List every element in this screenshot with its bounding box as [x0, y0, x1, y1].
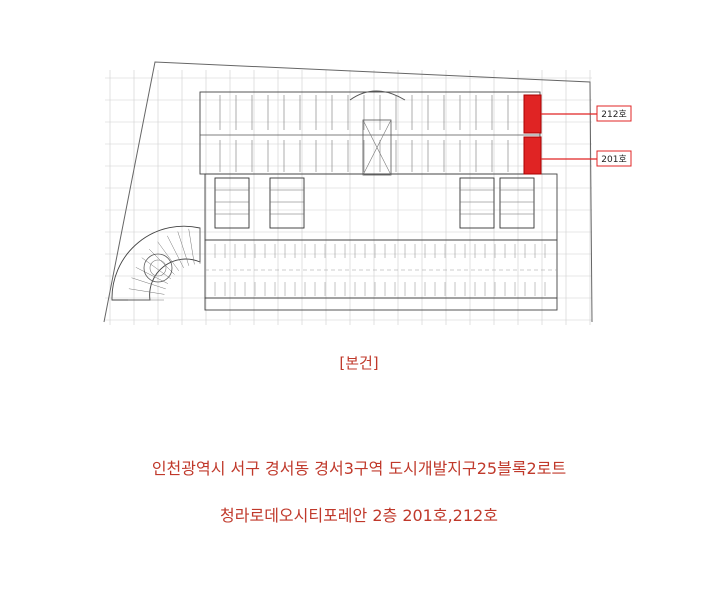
- ramp-stripe: [167, 235, 184, 269]
- unit-201-label: 201호: [601, 154, 626, 165]
- ramp-stripe: [177, 231, 190, 266]
- plan-grid: [105, 70, 592, 325]
- ramp-stripe: [148, 248, 175, 275]
- unit-212-label: 212호: [601, 109, 626, 120]
- building-outline: [111, 90, 558, 311]
- service-core: [269, 177, 305, 229]
- floor-plan: 212호 201호: [103, 61, 632, 325]
- ramp-stripe: [141, 257, 172, 280]
- unit-201-highlight[interactable]: [523, 136, 542, 175]
- unit-212-highlight[interactable]: [523, 94, 542, 134]
- service-core: [459, 177, 495, 229]
- service-core: [214, 177, 250, 229]
- ramp-outer: [111, 225, 201, 301]
- atrium-arc: [349, 90, 406, 101]
- unit-highlights: 212호 201호: [523, 94, 632, 175]
- ramp-stripe: [157, 241, 180, 272]
- parking-block: [204, 239, 558, 299]
- site-outline: [103, 61, 593, 323]
- ramp-stripe: [188, 228, 195, 265]
- address-line-2: 청라로데오시티포레안 2층 201호,212호: [220, 506, 498, 525]
- escalator: [362, 119, 392, 176]
- service-core: [499, 177, 535, 229]
- unit-212-label-box: [596, 105, 632, 122]
- escalator-diag: [362, 119, 392, 176]
- subject-property-tag: [본건]: [339, 354, 379, 372]
- ramp-core-inner: [149, 259, 167, 277]
- ramp-stripe: [128, 288, 165, 295]
- address-line-1: 인천광역시 서구 경서동 경서3구역 도시개발지구25블록2로트: [151, 459, 567, 478]
- ramp-stripe: [131, 277, 166, 290]
- lower-edge: [204, 297, 558, 311]
- ramp-core: [143, 253, 173, 283]
- core-block: [204, 173, 558, 241]
- unit-201-label-box: [596, 150, 632, 167]
